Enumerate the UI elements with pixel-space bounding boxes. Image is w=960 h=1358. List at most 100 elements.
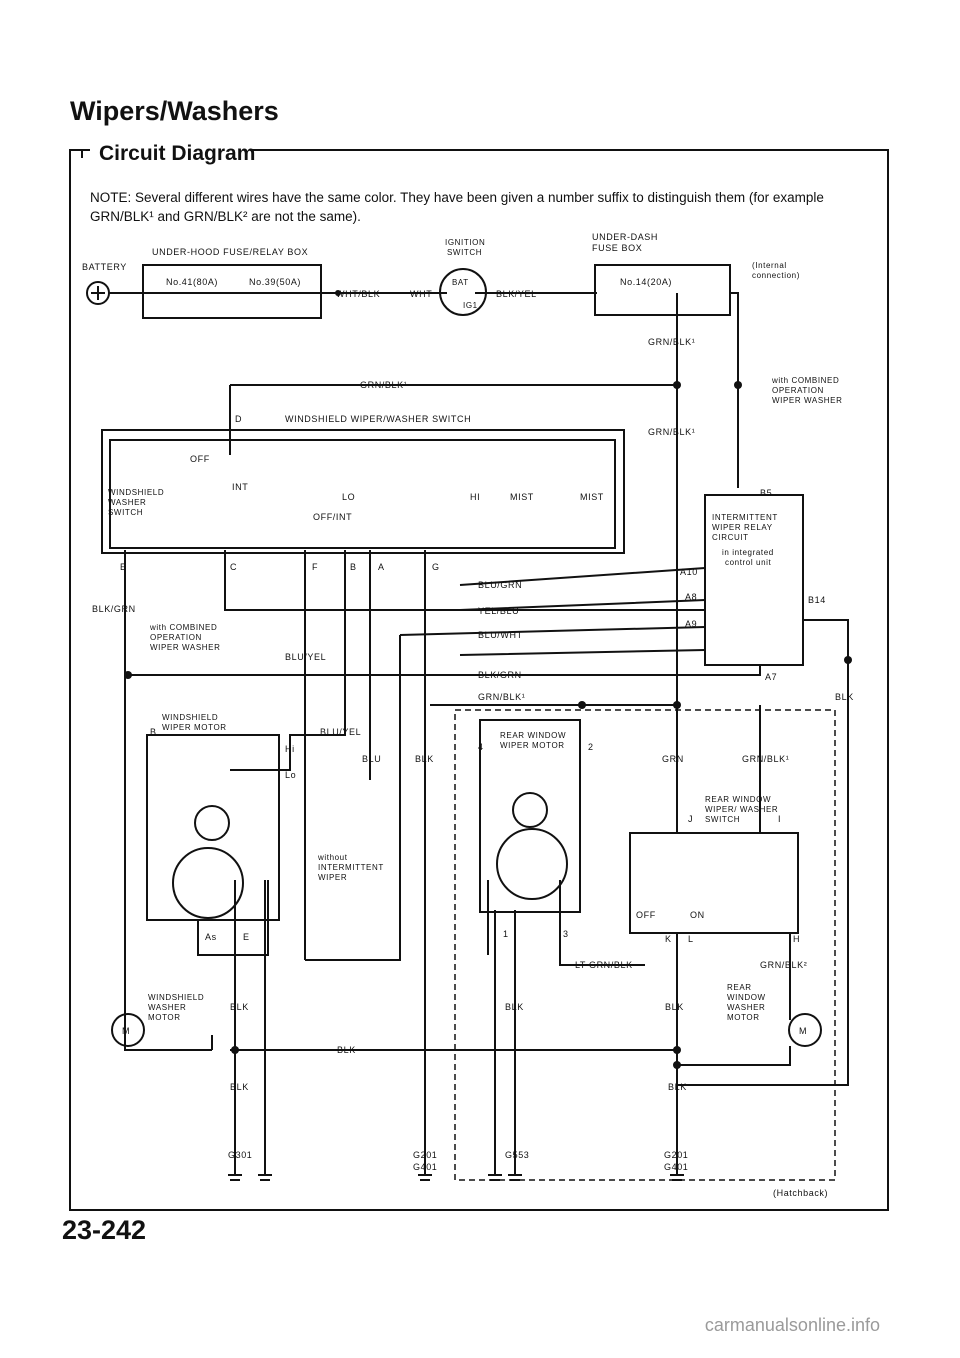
ws-washer-motor-label-1: WINDSHIELD [148,993,204,1002]
section-subtitle: Circuit Diagram [93,142,262,166]
a9-label: A9 [685,619,697,629]
rear-washer-label-4: MOTOR [727,1013,760,1022]
wht-blk-label: WHT/BLK [336,289,380,299]
blu-yel-label-b: BLU/YEL [320,727,361,737]
wht-label: WHT [410,289,432,299]
pin-e-label: E [120,562,127,572]
relay-label-2: WIPER RELAY [712,523,773,532]
ws-motor-label-2: WIPER MOTOR [162,723,227,732]
pin-g-label: G [432,562,440,572]
pin-1-label: 1 [503,929,509,939]
relay-label-1: INTERMITTENT [712,513,778,522]
mist-label-b: MIST [580,492,604,502]
ignition-label-1: IGNITION [445,238,485,247]
battery-label: BATTERY [82,262,127,272]
junction-dots [124,290,852,1069]
fuse-14-label: No.14(20A) [620,277,672,287]
blk-label-c: BLK [505,1002,524,1012]
pin-3-label: 3 [563,929,569,939]
blu-wht-label: BLU/WHT [478,630,523,640]
note-text: NOTE: Several different wires have the s… [90,190,824,224]
pin-a-label: A [378,562,385,572]
rear-motor-label-2: WIPER MOTOR [500,741,565,750]
blk-label-e: BLK [337,1045,356,1055]
combined-label-2: OPERATION [772,386,824,395]
internal-label-2: connection) [752,271,800,280]
ws-motor-label-1: WINDSHIELD [162,713,218,722]
g201-label-b: G201 [664,1150,688,1160]
grn-blk2-label: GRN/BLK² [760,960,807,970]
frame [69,149,889,1211]
ws-washer-switch-label-2: WASHER [108,498,146,507]
g201-label-a: G201 [413,1150,437,1160]
lt-grn-blk-label: LT GRN/BLK [575,960,633,970]
blk-grn-label: BLK/GRN [478,670,522,680]
rear-washer-motor-m: M [799,1026,807,1036]
watermark: carmanualsonline.info [704,1315,880,1335]
pin-k-label: K [665,934,672,944]
blk-right-label: BLK [835,692,854,702]
wiper-switch-title: WINDSHIELD WIPER/WASHER SWITCH [285,414,471,424]
rear-switch-label-1: REAR WINDOW [705,795,771,804]
combined-label-left-3: WIPER WASHER [150,643,220,652]
combined-label-1: with COMBINED [771,376,839,385]
hatchback-region [304,560,836,1181]
relay-label-5: control unit [725,558,772,567]
grn-blk1-label-e: GRN/BLK¹ [742,754,789,764]
rear-motor-label-1: REAR WINDOW [500,731,566,740]
off-label: OFF [190,454,210,464]
underdash-label-2: FUSE BOX [592,243,642,253]
blk-label-a: BLK [415,754,434,764]
fuse-39-label: No.39(50A) [249,277,301,287]
pin-f-label: F [312,562,318,572]
as-label: As [205,932,217,942]
rear-washer-label-2: WINDOW [727,993,766,1002]
pin-j-label: J [688,814,693,824]
blk-grn-left-label: BLK/GRN [92,604,136,614]
g401-label-a: G401 [413,1162,437,1172]
grn-blk1-label-b: GRN/BLK¹ [360,380,407,390]
ws-washer-switch-label-3: SWITCH [108,508,143,517]
pin-e2-label: E [243,932,250,942]
rear-washer-label-1: REAR [727,983,752,992]
rear-switch-label-3: SWITCH [705,815,740,824]
blk-label-g: BLK [668,1082,687,1092]
rear-washer-label-3: WASHER [727,1003,765,1012]
yel-blu-label: YEL/BLU [478,606,519,616]
hi-label: HI [470,492,480,502]
blk-label-d: BLK [665,1002,684,1012]
wiring [86,264,849,1181]
blu-grn-label: BLU/GRN [478,580,522,590]
int-label: INT [232,482,248,492]
relay-label-3: CIRCUIT [712,533,749,542]
combined-label-left-2: OPERATION [150,633,202,642]
offint-label: OFF/INT [313,512,352,522]
pin-h-label: H [793,934,800,944]
ws-washer-motor-label-3: MOTOR [148,1013,181,1022]
page-number: 23-242 [62,1215,147,1245]
pin-4-label: 4 [478,742,484,752]
blu-yel-label-a: BLU/YEL [285,652,326,662]
bat-label: BAT [452,278,469,287]
pin-l-label: L [688,934,694,944]
combined-label-3: WIPER WASHER [772,396,842,405]
without-label-1: without [317,853,348,862]
b14-label: B14 [808,595,826,605]
grn-label: GRN [662,754,684,764]
hatchback-label: (Hatchback) [773,1188,828,1198]
grn-blk1-label-d: GRN/BLK¹ [478,692,525,702]
g301-label: G301 [228,1150,252,1160]
fuse-41-label: No.41(80A) [166,277,218,287]
blk-yel-label: BLK/YEL [496,289,537,299]
blu-label: BLU [362,754,381,764]
without-label-2: INTERMITTENT [318,863,384,872]
pin-i-label: I [778,814,781,824]
grn-blk1-label-c: GRN/BLK¹ [648,427,695,437]
mist-label-a: MIST [510,492,534,502]
page-title: Wipers/Washers [70,96,279,126]
underhood-box-label: UNDER-HOOD FUSE/RELAY BOX [152,247,308,257]
pin-b-label: B [350,562,357,572]
off-rear-label: OFF [636,910,656,920]
a10-label: A10 [680,567,698,577]
lo-label: LO [342,492,355,502]
